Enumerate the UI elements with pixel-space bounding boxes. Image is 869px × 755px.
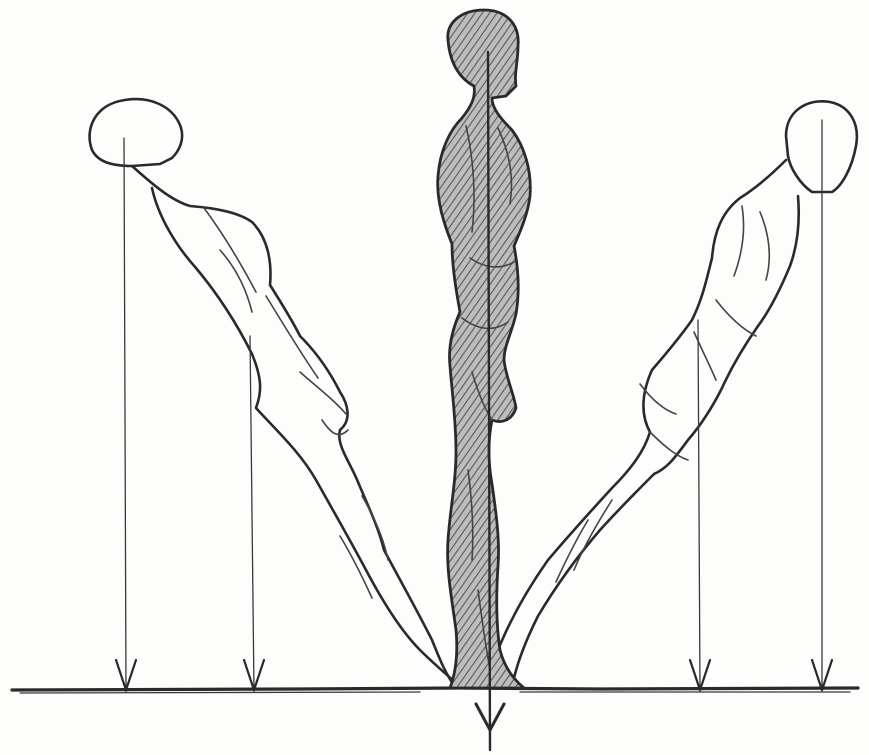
figure-standing-center [438,10,531,688]
center-figure-silhouette [438,10,531,688]
ground-line [12,688,858,693]
figure-leaning-right [489,101,857,688]
left-figure-head [90,99,183,166]
gravity-arrow-left-head [116,138,136,692]
left-figure-body [132,166,456,688]
gravity-arrow-right-head [812,120,832,692]
figure-leaning-left [90,99,462,688]
gravity-arrow-right-hips [690,320,710,692]
right-figure-body [489,160,786,688]
